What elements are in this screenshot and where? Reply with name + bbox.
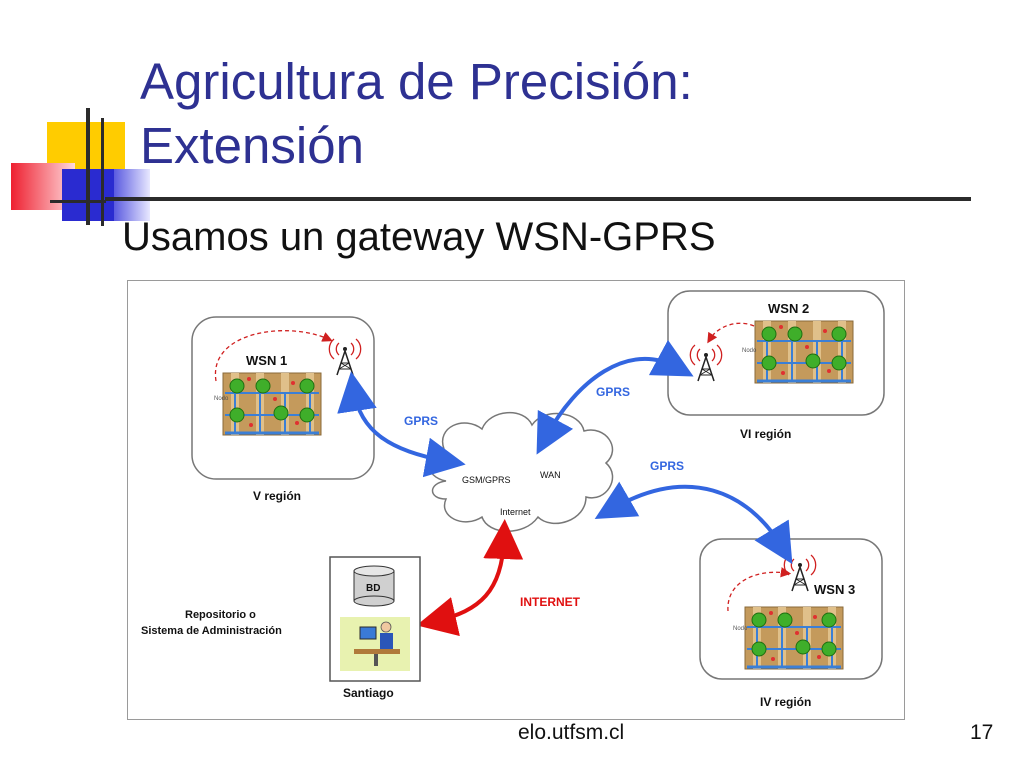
admin-workstation-icon <box>340 617 410 671</box>
slide-title: Agricultura de Precisión: Extensión <box>140 50 693 178</box>
wsn3-dashed-link <box>727 567 792 612</box>
network-diagram-svg: WSN 1 Nodo V región WSN 2 Nodo VI región… <box>141 290 885 709</box>
database-label: BD <box>366 583 380 594</box>
wsn3-group: WSN 3 Nodo IV región <box>699 538 883 709</box>
deco-vertical-line-1 <box>86 108 90 225</box>
wsn3-region: IV región <box>760 695 811 709</box>
wsn2-region: VI región <box>740 427 791 441</box>
network-diagram: WSN 1 Nodo V región WSN 2 Nodo VI región… <box>127 280 905 720</box>
wsn2-label: WSN 2 <box>768 301 809 316</box>
repository-group: BD Repositorio o Sistema de Administraci… <box>141 556 421 700</box>
gprs-arrow-wsn1 <box>337 371 466 478</box>
wsn1-node-label: Nodo <box>214 396 229 402</box>
title-line-1: Agricultura de Precisión: <box>140 53 693 110</box>
page-number: 17 <box>970 721 994 744</box>
gprs-label-wsn1: GPRS <box>404 414 438 428</box>
repository-city: Santiago <box>343 686 394 700</box>
wsn1-dashed-link <box>214 330 333 382</box>
wsn1-region: V región <box>253 489 301 503</box>
wsn3-field <box>743 605 845 671</box>
title-line-2: Extensión <box>140 117 364 174</box>
wsn1-label: WSN 1 <box>246 353 287 368</box>
wsn2-node-label: Nodo <box>742 348 757 354</box>
cloud-internet-label: Internet <box>500 507 531 517</box>
repository-line-1: Repositorio o <box>185 609 256 621</box>
cloud-wan-label: WAN <box>540 470 561 480</box>
wsn3-label: WSN 3 <box>814 582 855 597</box>
wsn2-group: WSN 2 Nodo VI región <box>667 290 885 441</box>
wsn2-dashed-link <box>707 322 755 344</box>
wsn3-node-label: Nodo <box>733 626 748 632</box>
internet-arrow <box>416 519 524 637</box>
database-icon <box>353 565 395 607</box>
network-cloud: GSM/GPRS WAN Internet <box>427 411 614 532</box>
cloud-gsm-label: GSM/GPRS <box>462 475 511 485</box>
wsn1-field <box>221 371 323 437</box>
gprs-arrow-wsn2 <box>536 339 694 455</box>
deco-vertical-line-2 <box>101 118 104 226</box>
repository-line-2: Sistema de Administración <box>141 625 282 637</box>
gprs-label-wsn3: GPRS <box>650 459 684 473</box>
title-underline <box>105 197 971 201</box>
footer-site: elo.utfsm.cl <box>518 721 625 744</box>
bullet-text: Usamos un gateway WSN-GPRS <box>122 215 716 259</box>
deco-blue-gradient <box>114 169 150 221</box>
wsn2-field <box>753 319 855 385</box>
gprs-label-wsn2: GPRS <box>596 385 630 399</box>
wsn1-group: WSN 1 Nodo V región <box>191 316 375 503</box>
gprs-arrow-wsn3 <box>594 481 793 565</box>
internet-label: INTERNET <box>520 595 581 609</box>
deco-horizontal-line <box>50 200 106 203</box>
